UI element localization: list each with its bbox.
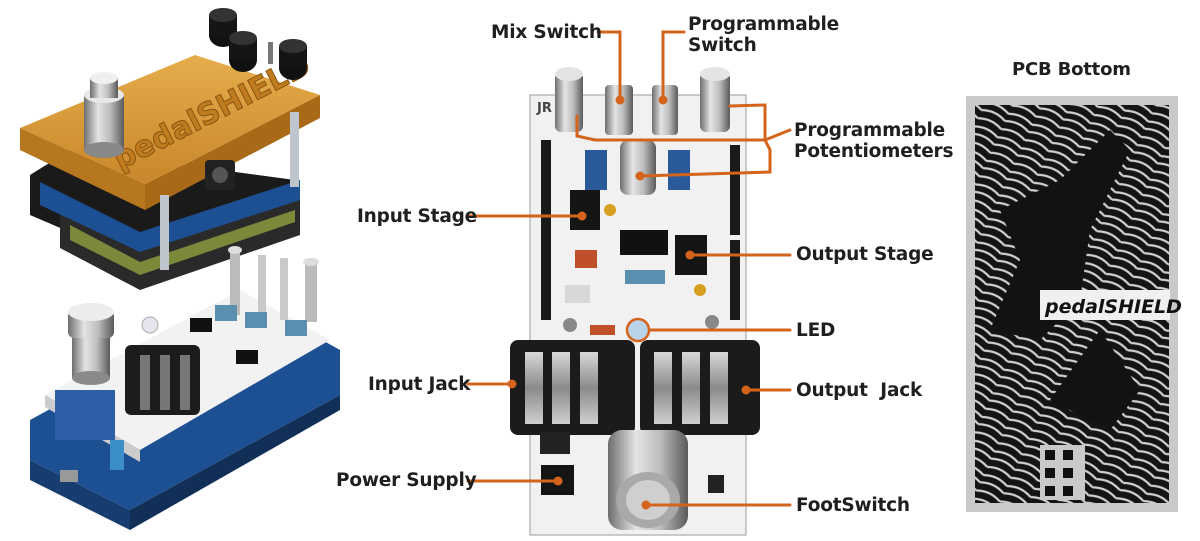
label-led: LED xyxy=(796,320,836,341)
leader-programmable-switch xyxy=(661,30,686,100)
label-programmable-pots: Programmable Potentiometers xyxy=(794,120,954,162)
label-output-jack: Output Jack xyxy=(796,380,923,401)
label-input-stage: Input Stage xyxy=(357,206,477,227)
label-programmable-pots-line2: Potentiometers xyxy=(794,141,954,162)
leader-programmable-switch-dot xyxy=(658,95,668,105)
leader-lines xyxy=(466,30,792,510)
svg-text:JR: JR xyxy=(536,101,552,116)
leader-programmable-pots xyxy=(575,103,792,178)
leader-mix-switch-dot xyxy=(615,95,625,105)
label-programmable-switch-line1: Programmable xyxy=(688,14,840,35)
pcb-bottom-view: pedalSHIELD xyxy=(966,96,1182,512)
label-footswitch: FootSwitch xyxy=(796,495,910,516)
leader-input-stage-dot xyxy=(577,211,587,221)
label-input-jack: Input Jack xyxy=(368,374,471,395)
pcb-bottom-title: PCB Bottom xyxy=(1012,59,1131,80)
leader-programmable-pots-dot xyxy=(635,171,645,181)
pedal-enclosure-photo: pedalSHIELD xyxy=(20,8,320,290)
pcb-top-view: JR xyxy=(510,67,760,536)
leader-power-supply-dot xyxy=(553,476,563,486)
label-programmable-switch-line2: Switch xyxy=(688,35,757,56)
leader-output-jack-dot xyxy=(741,385,751,395)
leader-input-jack-dot xyxy=(507,379,517,389)
label-output-stage: Output Stage xyxy=(796,244,934,265)
label-power-supply: Power Supply xyxy=(336,470,477,491)
leader-output-stage-dot xyxy=(685,250,695,260)
leader-footswitch-dot xyxy=(641,500,651,510)
leader-mix-switch xyxy=(596,30,622,100)
label-mix-switch: Mix Switch xyxy=(491,22,602,43)
pedal-board-photo xyxy=(30,246,340,530)
label-programmable-switch: Programmable Switch xyxy=(688,14,840,56)
pcb-bottom-logo: pedalSHIELD xyxy=(1044,296,1182,318)
label-programmable-pots-line1: Programmable xyxy=(794,120,946,141)
